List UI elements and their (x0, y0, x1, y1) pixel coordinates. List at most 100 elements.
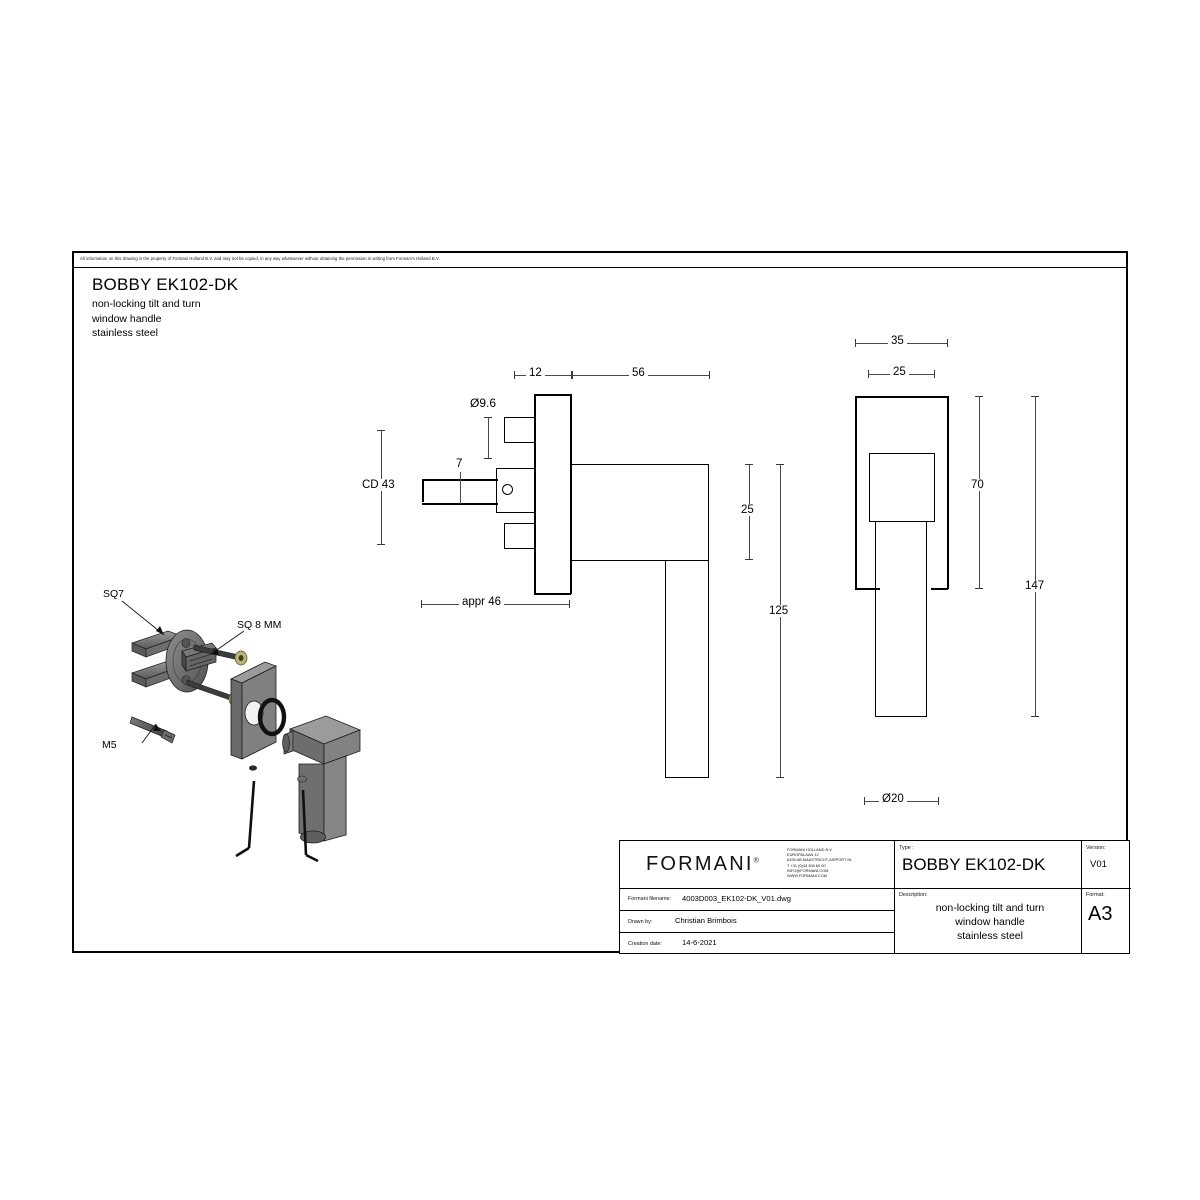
title-block-vline-2 (1081, 841, 1083, 953)
front-rose-right-edge (947, 396, 949, 589)
subtitle-line-3: stainless steel (92, 327, 158, 339)
backplate-right-edge (570, 394, 572, 594)
backplate-tab-upper-top (504, 417, 535, 418)
lever-shank-left-edge (665, 560, 666, 778)
front-head-left-edge (869, 453, 870, 521)
iso-label-sq7: SQ7 (103, 588, 125, 600)
lever-arm-top-edge (571, 464, 709, 465)
title-block: FORMANI® FORMANI HOLLAND B.V. EUROPALAAN… (619, 840, 1131, 954)
lever-arm-bottom-edge (571, 560, 709, 561)
lever-arm-right-edge (708, 464, 709, 560)
dimension-cd43-label: CD 43 (359, 479, 398, 491)
hub-left-edge (496, 468, 497, 513)
dimension-35-label: 35 (888, 335, 907, 347)
dimension-appr46-label: appr 46 (459, 596, 505, 608)
brand-text: FORMANI (646, 853, 754, 875)
title-block-hline-drawnby (620, 932, 894, 934)
o-ring (257, 697, 287, 737)
dimension-56-label: 56 (629, 367, 648, 379)
title-block-hline-type (894, 888, 1131, 890)
type-value: BOBBY EK102-DK (902, 855, 1046, 874)
backplate-tab-upper-bottom (504, 442, 535, 443)
description-line-3: stainless steel (957, 930, 1023, 942)
brand-logo: FORMANI® FORMANI HOLLAND B.V. EUROPALAAN… (620, 841, 892, 889)
lever-handle (282, 715, 362, 844)
exploded-isometric-view: SQ7 SQ 8 MM M5 (94, 583, 404, 863)
front-head-right-edge (934, 453, 935, 521)
brand-name: FORMANI® (646, 853, 759, 876)
allen-key-left (235, 765, 257, 858)
filename-value: 4003D003_EK102-DK_V01.dwg (682, 894, 791, 903)
subtitle-line-1: non-locking tilt and turn (92, 298, 201, 310)
drawn-by-label: Drawn by: (628, 919, 653, 925)
backplate-tab-lower-top (504, 523, 535, 524)
title-block-hline-brand (620, 888, 894, 890)
address-line-4: T +31 (0)43 308 60 00 (787, 862, 826, 868)
front-head-bottom-edge (869, 521, 935, 522)
drawn-by-value: Christian Brimbois (675, 916, 737, 925)
sq7-arrowhead (156, 626, 164, 635)
backplate-left-edge (534, 394, 536, 594)
description-label: Description: (899, 892, 928, 898)
lever-arm-left-edge (571, 464, 572, 560)
address-line-5: INFO@FORMANI.COM (787, 867, 829, 873)
dimension-7-label: 7 (453, 458, 466, 470)
filename-label: Formani filename: (628, 896, 672, 902)
creation-date-value: 14-6-2021 (682, 938, 717, 947)
subtitle-line-2: window handle (92, 312, 162, 325)
header-divider (74, 267, 1126, 268)
dimension-147-label: 147 (1022, 580, 1048, 592)
format-value: A3 (1088, 903, 1113, 925)
front-rose-top-edge (855, 396, 948, 398)
backplate-tab-lower-left (504, 523, 505, 549)
rose-plate (229, 661, 278, 760)
dimension-12-label: 12 (526, 367, 545, 379)
address-line-6: WWW.FORMANI.COM (787, 873, 827, 879)
version-label: Version: (1086, 845, 1106, 851)
title-block-vline-1 (894, 841, 896, 953)
page-title: BOBBY EK102-DK (92, 275, 239, 294)
front-head-top-edge (869, 453, 935, 454)
m5-screw (129, 716, 176, 744)
hub-hole (502, 484, 513, 495)
copyright-notice: All information on this drawing is the p… (80, 256, 440, 261)
backplate-tab-lower-bottom (504, 548, 535, 549)
dimension-25-side-label: 25 (738, 504, 757, 516)
backplate-bottom-edge (534, 593, 571, 595)
description-line-1: non-locking tilt and turn (935, 902, 1045, 914)
allen-key-right (297, 775, 319, 863)
description-line-2: window handle (955, 916, 1025, 928)
hub-bottom-edge (496, 512, 535, 513)
address-line-3: 6199 AB MAASTRICHT-AIRPORT NL (787, 857, 853, 863)
company-address: FORMANI HOLLAND B.V. EUROPALAAN 12 6199 … (787, 847, 852, 878)
drawing-frame: All information on this drawing is the p… (72, 251, 1131, 954)
dimension-dia20-label: Ø20 (879, 793, 907, 805)
address-line-2: EUROPALAAN 12 (787, 852, 819, 858)
description-value: non-locking tilt and turn window handle … (899, 901, 1081, 943)
front-rose-left-edge (855, 396, 857, 589)
lever-shank-right-edge (708, 560, 709, 778)
dimension-125-label: 125 (766, 605, 792, 617)
address-line-1: FORMANI HOLLAND B.V. (787, 847, 833, 852)
creation-date-label: Creation date: (628, 941, 662, 947)
version-value: V01 (1090, 859, 1107, 870)
exploded-assembly-svg (121, 600, 362, 863)
front-rose-bottom-left (855, 588, 880, 590)
title-block-hline-filename (620, 910, 894, 912)
dimension-dia96-label: Ø9.6 (467, 396, 500, 410)
front-shank-left-edge (875, 521, 876, 717)
sq8-arrowhead (211, 648, 219, 655)
front-shank-bottom-edge (875, 716, 927, 717)
iso-label-sq8mm: SQ 8 MM (237, 619, 282, 631)
type-label: Type : (899, 845, 914, 851)
brand-registered-mark: ® (753, 857, 759, 865)
hub-top-edge (496, 468, 535, 469)
lever-shank-bottom-edge (665, 777, 709, 778)
m5-arrowhead (153, 724, 161, 731)
backplate-top-edge (534, 394, 571, 396)
iso-label-m5: M5 (102, 739, 117, 751)
page-subtitle: non-locking tilt and turn window handle … (92, 297, 201, 341)
dimension-25-front-label: 25 (890, 366, 909, 378)
spindle-left-edge (422, 481, 424, 502)
